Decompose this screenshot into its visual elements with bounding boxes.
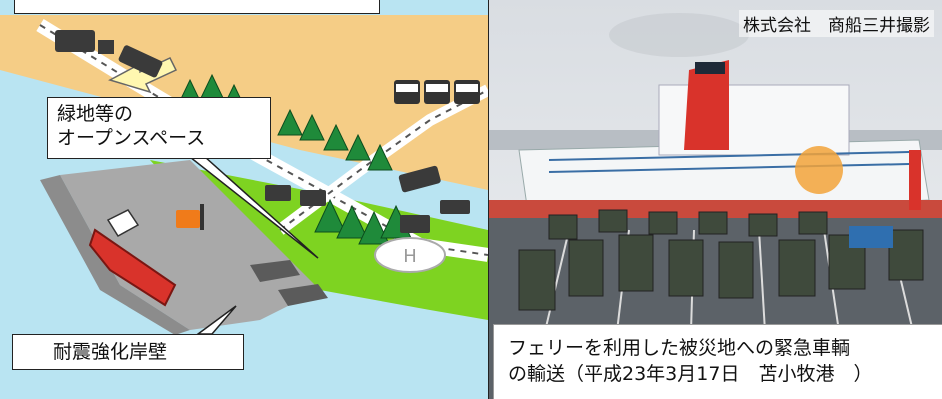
svg-text:H: H [403,246,417,267]
trucks-group [55,30,470,233]
military-trucks-group [518,209,924,311]
caption-line2: の輸送（平成23年3月17日 苫小牧港 ） [508,363,873,385]
green-space [150,160,488,320]
photo-credit: 株式会社 商船三井撮影 [739,10,934,37]
helipad-icon [374,237,446,273]
greenspace-label-line1: 緑地等の [57,103,134,125]
port-illustration-panel: H 緑地等の オープンスペース 耐震強化岸壁 [0,0,489,399]
blue-sign [849,226,893,248]
quay-callout: 耐震強化岸壁 [12,334,244,370]
forklift-icon [176,204,204,230]
greenspace-label-line2: オープンスペース [57,127,206,149]
ship-icon [88,209,177,307]
pier-area [60,160,320,330]
buildings-group [394,80,480,104]
ferry-funnel [684,60,729,150]
photo-caption: フェリーを利用した被災地への緊急車輌 の輸送（平成23年3月17日 苫小牧港 ） [493,324,942,399]
caption-line1: フェリーを利用した被災地への緊急車輌 [508,337,851,359]
warehouses-group [250,260,328,306]
quay-label: 耐震強化岸壁 [53,341,168,363]
sun-logo-icon [795,146,843,194]
top-callout-box [14,0,380,14]
greenspace-callout: 緑地等の オープンスペース [47,97,271,159]
ferry-photo-panel: 株式会社 商船三井撮影 フェリーを利用した被災地への緊急車輌 の輸送（平成23年… [489,0,942,399]
